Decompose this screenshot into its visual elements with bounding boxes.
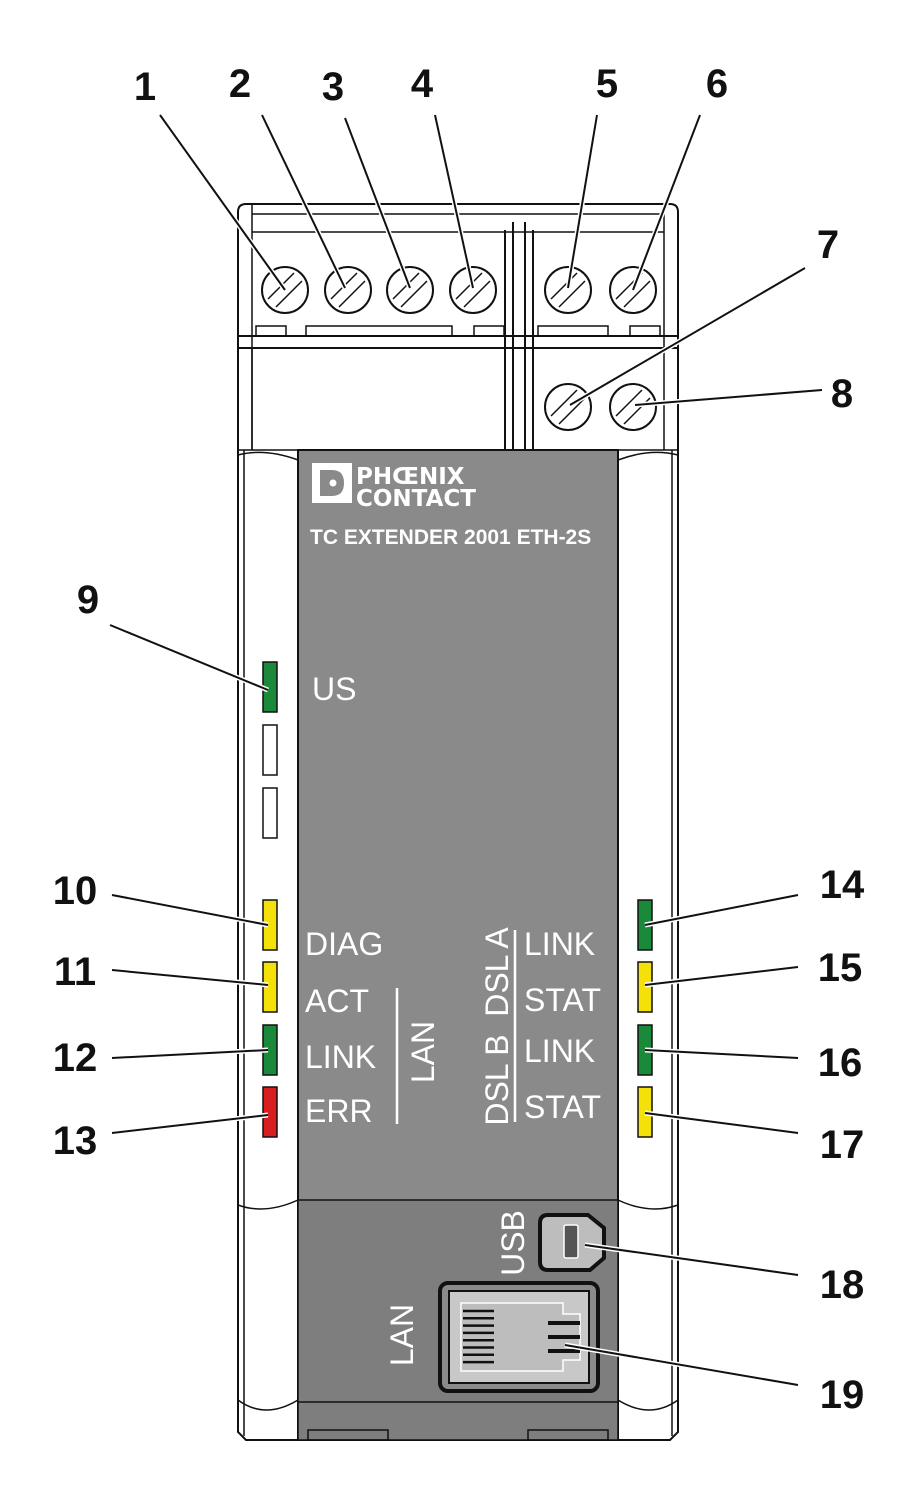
screw-icon [449,266,497,314]
callout-number-10: 10 [53,869,98,913]
led-label-dsl-b-link: LINK [524,1033,595,1069]
led-label-diag: DIAG [305,926,383,962]
callout-line [644,966,799,986]
callout-line [111,969,269,986]
callout-line [159,114,286,291]
callout-line [644,1112,799,1134]
usb-label: USB [495,1210,531,1276]
callout-number-12: 12 [53,1036,98,1080]
lan-port-label: LAN [384,1304,420,1366]
callout-number-13: 13 [53,1119,98,1163]
callout-number-1: 1 [134,65,156,109]
screw-icon [544,383,592,431]
brand-line1: PHŒNIX [356,464,465,490]
lan-group-label: LAN [405,1021,441,1083]
led-right-stat [637,961,653,1013]
callout-line [567,114,598,289]
callout-number-5: 5 [596,62,618,106]
callout-line [644,894,799,926]
callout-line [632,114,701,291]
callout-line [111,1049,269,1059]
callout-number-6: 6 [706,62,728,106]
model-name: TC EXTENDER 2001 ETH-2S [310,526,591,549]
callout-number-15: 15 [818,946,863,990]
led-left-blank [262,787,278,839]
callout-line [564,1344,799,1386]
screw-icon [544,266,592,314]
callout-line [584,1244,799,1276]
screw-icon [609,383,657,431]
dsl-a-label: DSL A [479,927,515,1017]
callout-line [634,389,823,406]
callout-line [344,117,411,289]
lan-port-rj45[interactable] [438,1281,600,1393]
callout-number-16: 16 [818,1041,863,1085]
callout-line [261,114,346,289]
callout-line [644,1049,799,1059]
led-label-us: US [312,671,356,707]
callout-number-14: 14 [820,863,865,907]
callout-number-8: 8 [831,372,853,416]
callout-number-4: 4 [411,62,434,106]
callout-number-19: 19 [820,1373,865,1417]
led-label-dsl-a-stat: STAT [524,982,601,1018]
led-label-err: ERR [305,1093,373,1129]
brand-line2: CONTACT [356,486,476,512]
callout-number-2: 2 [229,62,251,106]
callout-number-11: 11 [54,950,96,994]
led-left-err [262,1086,278,1138]
screw-icon [324,266,372,314]
callout-number-7: 7 [817,223,839,267]
callout-line [569,267,806,406]
callout-number-17: 17 [820,1123,865,1167]
led-label-act: ACT [305,983,369,1019]
callout-number-18: 18 [820,1263,865,1307]
led-left-blank [262,724,278,776]
callout-line [111,894,269,926]
callout-number-3: 3 [322,65,344,109]
callout-number-9: 9 [77,578,99,622]
terminal-screws [261,266,657,431]
callout-line [111,1114,269,1134]
dsl-b-label: DSL B [479,1034,515,1125]
phoenix-contact-logo: PHŒNIX CONTACT [312,463,476,512]
led-label-dsl-a-link: LINK [524,926,595,962]
callout-line [434,114,474,289]
callout-line [109,624,269,691]
led-label-dsl-b-stat: STAT [524,1089,601,1125]
screw-icon [386,266,434,314]
usb-port[interactable] [538,1213,606,1272]
led-label-link: LINK [305,1039,376,1075]
